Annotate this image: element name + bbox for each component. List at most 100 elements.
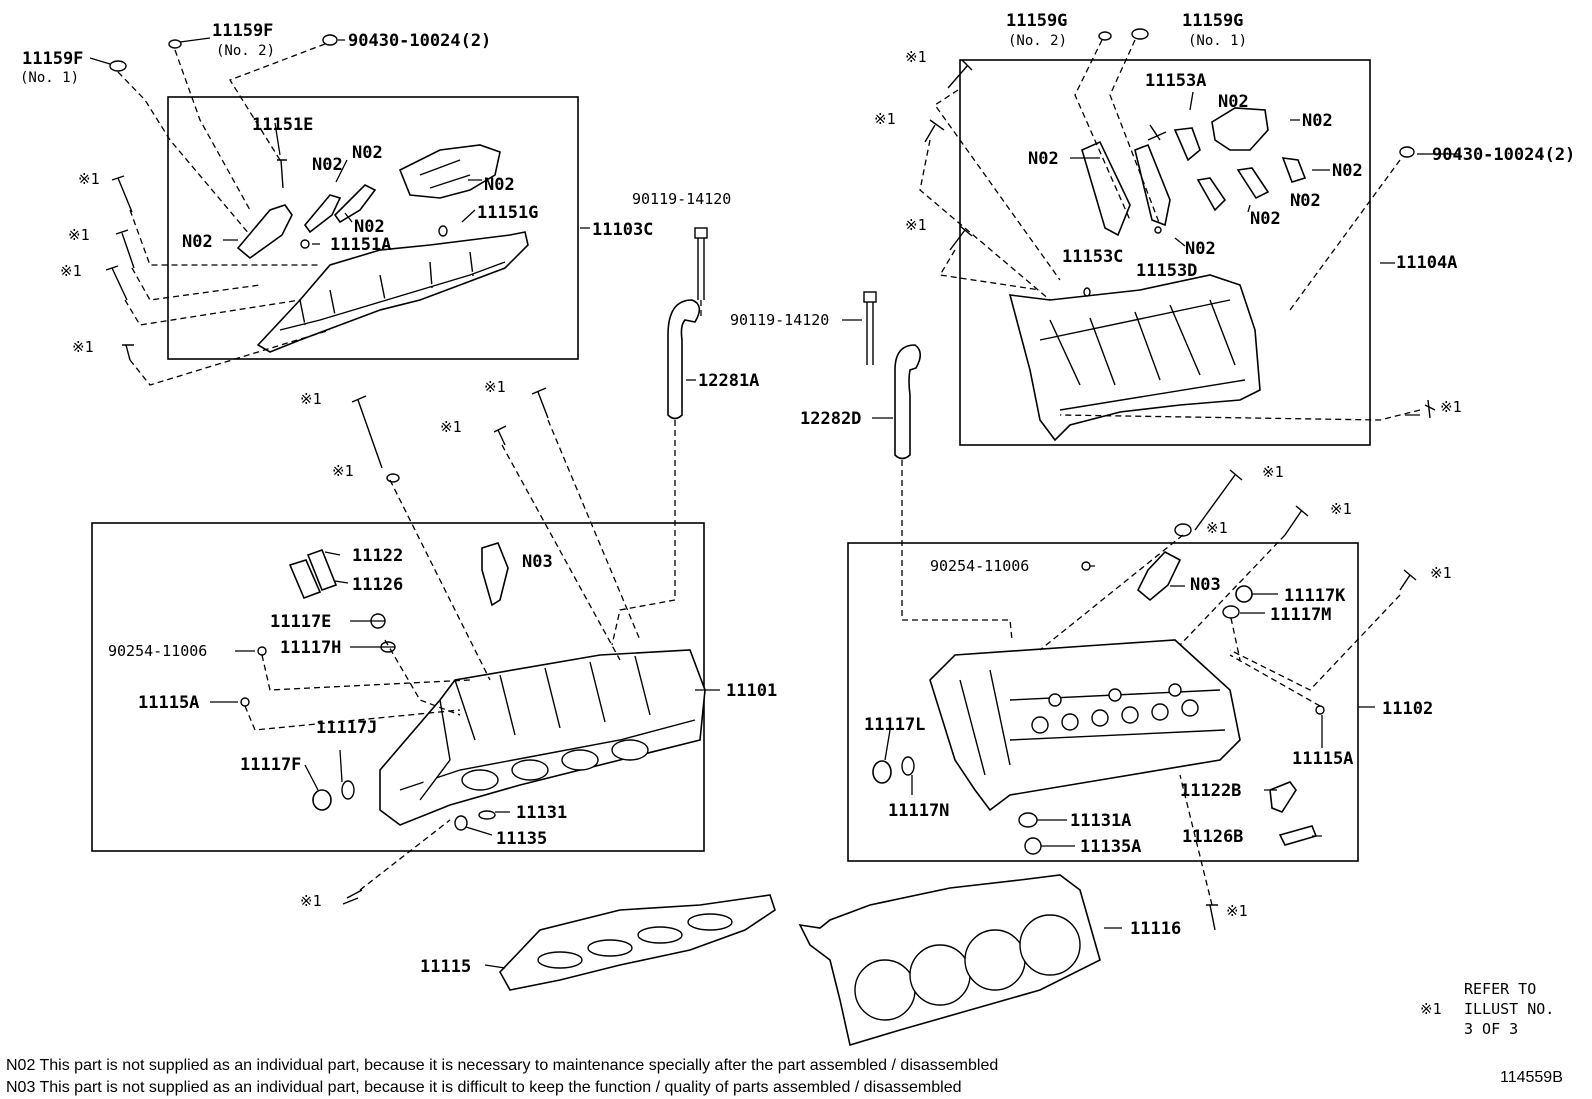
ring-11117J [341, 780, 355, 800]
plug-90254-right [1081, 561, 1091, 571]
label-11122: 11122 [352, 546, 403, 566]
label-11151G: 11151G [477, 203, 538, 223]
label-N02-c: N02 [484, 175, 515, 195]
cylinder-head-right-drawing [929, 639, 1241, 812]
head-gasket-11116 [798, 874, 1101, 1047]
label-N02-k: N02 [1250, 209, 1281, 229]
washer-11159F-no2 [168, 39, 182, 49]
footnote-n02: N02 This part is not supplied as an indi… [6, 1057, 998, 1074]
ref-mark: ※1 [60, 262, 82, 280]
label-N02-e: N02 [182, 232, 213, 252]
plug-11117L [872, 760, 892, 784]
label-90119-b: 90119-14120 [730, 311, 829, 329]
ref-mark: ※1 [905, 48, 927, 66]
ring-11131 [478, 810, 496, 820]
pin-11126 [306, 548, 338, 592]
refer-line3: 3 OF 3 [1464, 1020, 1518, 1038]
label-11153C: 11153C [1062, 247, 1123, 267]
label-11153A: 11153A [1145, 71, 1206, 91]
label-11101: 11101 [726, 681, 777, 701]
bolt-90119-a [694, 227, 708, 300]
label-11159F-no2: 11159F [212, 21, 273, 41]
plug-90430-left [322, 34, 338, 46]
label-11117E: 11117E [270, 612, 331, 632]
cam-housing-left-drawing [236, 144, 529, 353]
ref-mark: ※1 [1330, 500, 1352, 518]
pin-11126B [1278, 825, 1318, 846]
ref-mark: ※1 [332, 462, 354, 480]
label-12282D: 12282D [800, 409, 861, 429]
label-N03-left: N03 [522, 552, 553, 572]
ring-11135A [1024, 837, 1042, 855]
ref-mark: ※1 [1226, 902, 1248, 920]
label-11135A: 11135A [1080, 837, 1141, 857]
ref-mark: ※1 [905, 216, 927, 234]
bolts-left-housing [105, 175, 135, 361]
plug-90254-left [257, 646, 267, 656]
washer-11159G-no1 [1131, 28, 1149, 40]
label-11159G-no1: 11159G [1182, 11, 1243, 31]
label-11131A: 11131A [1070, 811, 1131, 831]
ring-11117M [1222, 605, 1240, 619]
bolts-right-housing [924, 59, 1436, 419]
label-11159F-no2-sub: (No. 2) [216, 43, 275, 59]
label-11115A-left: 11115A [138, 693, 199, 713]
head-gasket-11115 [499, 894, 776, 991]
label-11159G-no2: 11159G [1006, 11, 1067, 31]
label-11102: 11102 [1382, 699, 1433, 719]
refer-line2: ILLUST NO. [1464, 1000, 1554, 1018]
hook-12281A [667, 299, 701, 420]
label-N02-h: N02 [1028, 149, 1059, 169]
part-N03-right [1137, 551, 1182, 602]
ref-mark: ※1 [68, 226, 90, 244]
label-11104A: 11104A [1396, 253, 1457, 273]
label-11151E: 11151E [252, 115, 313, 135]
label-N02-l: N02 [1185, 239, 1216, 259]
hook-12282D [894, 344, 922, 460]
label-N02-j: N02 [1290, 191, 1321, 211]
label-11126: 11126 [352, 575, 403, 595]
label-11117F: 11117F [240, 755, 301, 775]
plug-90430-right [1399, 146, 1415, 158]
frame-cam-housing-left [167, 96, 579, 360]
plug-11115A-right [1315, 705, 1325, 715]
label-11159G-no1-sub: (No. 1) [1188, 33, 1247, 49]
label-11117H: 11117H [280, 638, 341, 658]
illustration-id: 114559B [1500, 1069, 1563, 1086]
washer-11159G-no2 [1098, 31, 1112, 41]
pin-11122 [288, 559, 322, 600]
ref-mark: ※1 [1262, 463, 1284, 481]
refer-note: REFER TO ※1 ILLUST NO. 3 OF 3 [1420, 980, 1554, 1038]
label-11103C: 11103C [592, 220, 653, 240]
frame-cam-housing-right [959, 59, 1371, 446]
ref-mark: ※1 [300, 390, 322, 408]
footnote-n03: N03 This part is not supplied as an indi… [6, 1079, 962, 1096]
label-90254-left: 90254-11006 [108, 642, 207, 660]
label-90254-right: 90254-11006 [930, 557, 1029, 575]
label-11117L: 11117L [864, 715, 925, 735]
ref-mark: ※1 [72, 338, 94, 356]
label-N02-i: N02 [1332, 161, 1363, 181]
label-11117N: 11117N [888, 801, 949, 821]
ref-mark: ※1 [1206, 519, 1228, 537]
ref-mark: ※1 [484, 378, 506, 396]
label-11126B: 11126B [1182, 827, 1243, 847]
label-11159G-no2-sub: (No. 2) [1008, 33, 1067, 49]
ref-mark: ※1 [78, 170, 100, 188]
washer-11159F-no1 [109, 60, 127, 72]
plug-11117K [1235, 585, 1253, 603]
bolts-right-head [1174, 469, 1417, 931]
label-90119-a: 90119-14120 [632, 190, 731, 208]
cam-housing-right-drawing [1008, 107, 1307, 442]
ref-mark: ※1 [300, 892, 322, 910]
ref-mark: ※1 [874, 110, 896, 128]
plug-11115A-left [240, 697, 250, 707]
bolts-left-head [342, 387, 549, 905]
bolt-90119-b [863, 291, 877, 365]
ref-mark: ※1 [1440, 398, 1462, 416]
label-11117M: 11117M [1270, 605, 1331, 625]
label-11117J: 11117J [316, 718, 377, 738]
pin-11122B [1269, 781, 1297, 813]
label-11122B: 11122B [1180, 781, 1241, 801]
